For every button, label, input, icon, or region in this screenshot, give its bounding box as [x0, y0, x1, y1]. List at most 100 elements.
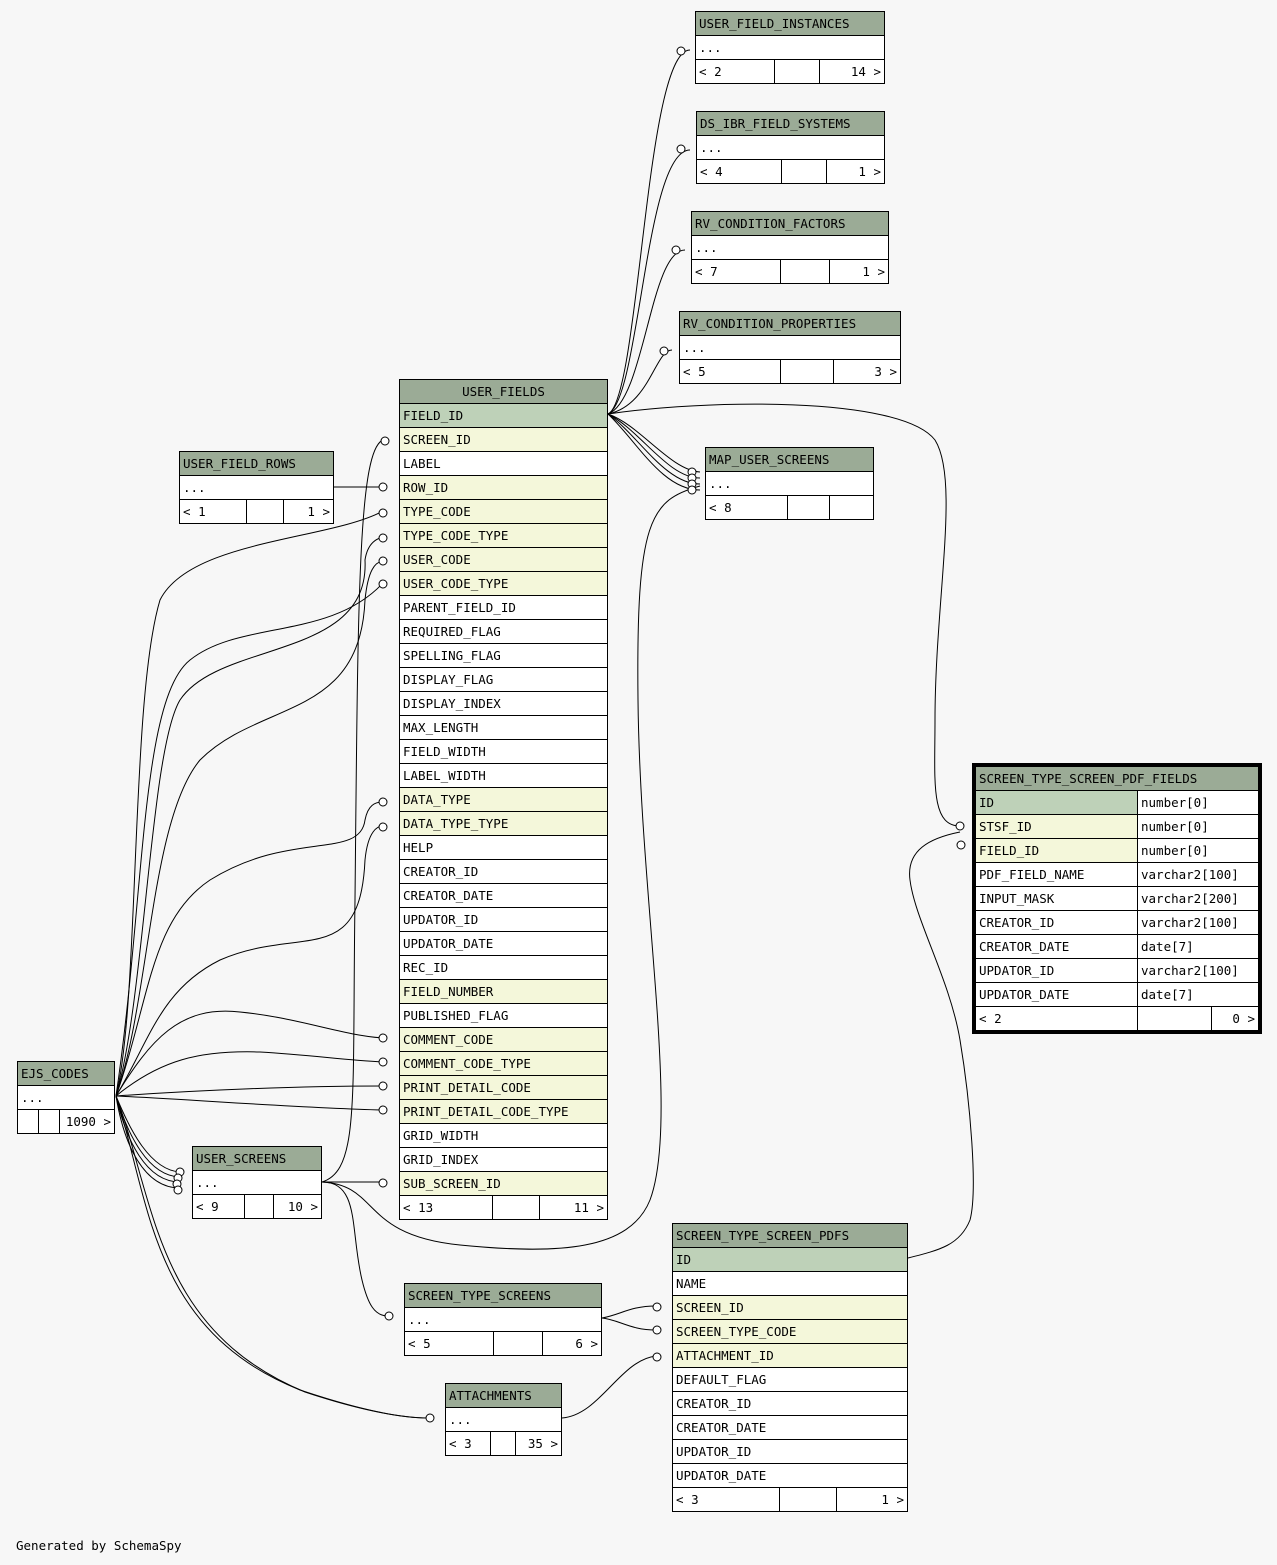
table-name[interactable]: SCREEN_TYPE_SCREENS [404, 1283, 602, 1308]
column-row[interactable]: SCREEN_ID [399, 427, 608, 452]
table-rv-condition-factors[interactable]: RV_CONDITION_FACTORS ... 7 1 [691, 211, 889, 284]
column-row[interactable]: FIELD_NUMBER [399, 979, 608, 1004]
column-type: varchar2[100] [1137, 958, 1259, 983]
column-row[interactable]: DATA_TYPE_TYPE [399, 811, 608, 836]
column-row[interactable]: PRINT_DETAIL_CODE_TYPE [399, 1099, 608, 1124]
column-row[interactable]: GRID_INDEX [399, 1147, 608, 1172]
column-row[interactable]: SCREEN_TYPE_CODE [672, 1319, 908, 1344]
column-row[interactable]: FIELD_WIDTH [399, 739, 608, 764]
column-row[interactable]: DISPLAY_FLAG [399, 667, 608, 692]
edge-ejs-attachments-1 [115, 1095, 429, 1419]
table-ejs-codes[interactable]: EJS_CODES ... 1090 [17, 1061, 115, 1134]
table-name[interactable]: RV_CONDITION_FACTORS [691, 211, 889, 236]
column-row[interactable]: COMMENT_CODE [399, 1027, 608, 1052]
edge-end-print-detail-code-type [378, 1105, 388, 1115]
column-row[interactable]: ID [672, 1247, 908, 1272]
edge-user-fields-rv-condition-factors [607, 249, 686, 415]
column-row[interactable]: DEFAULT_FLAG [672, 1367, 908, 1392]
column-row[interactable]: DISPLAY_INDEX [399, 691, 608, 716]
column-row[interactable]: PUBLISHED_FLAG [399, 1003, 608, 1028]
table-name[interactable]: DS_IBR_FIELD_SYSTEMS [696, 111, 885, 136]
column-row[interactable]: UPDATOR_DATE [672, 1463, 908, 1488]
column-row[interactable]: CREATOR_ID [399, 859, 608, 884]
column-row[interactable]: CREATOR_ID [672, 1391, 908, 1416]
table-ds-ibr-field-systems[interactable]: DS_IBR_FIELD_SYSTEMS ... 4 1 [696, 111, 885, 184]
table-name[interactable]: MAP_USER_SCREENS [705, 447, 874, 472]
column-row[interactable]: LABEL_WIDTH [399, 763, 608, 788]
parent-count: 3 [445, 1431, 491, 1456]
table-name[interactable]: USER_FIELD_ROWS [179, 451, 334, 476]
column-ellipsis: ... [679, 335, 901, 360]
column-row[interactable]: PARENT_FIELD_ID [399, 595, 608, 620]
table-screen-type-screens[interactable]: SCREEN_TYPE_SCREENS ... 5 6 [404, 1283, 602, 1356]
edge-end-stsp-screen-id [652, 1302, 662, 1312]
table-user-field-instances[interactable]: USER_FIELD_INSTANCES ... 2 14 [695, 11, 885, 84]
table-name[interactable]: ATTACHMENTS [445, 1383, 562, 1408]
parent-count: 13 [399, 1195, 493, 1220]
column-row[interactable]: REQUIRED_FLAG [399, 619, 608, 644]
column-name: HELP [399, 835, 608, 860]
column-row[interactable]: SCREEN_ID [672, 1295, 908, 1320]
footer-spacer [493, 1331, 543, 1356]
column-row[interactable]: CREATOR_DATE [399, 883, 608, 908]
table-user-field-rows[interactable]: USER_FIELD_ROWS ... 1 1 [179, 451, 334, 524]
column-row[interactable]: NAME [672, 1271, 908, 1296]
column-name: UPDATOR_ID [975, 958, 1138, 983]
column-name: CREATOR_DATE [975, 934, 1138, 959]
edge-user-fields-map-user-screens-2 [607, 413, 701, 479]
column-row[interactable]: DATA_TYPE [399, 787, 608, 812]
column-row[interactable]: ROW_ID [399, 475, 608, 500]
footer-spacer [492, 1195, 540, 1220]
column-row[interactable]: TYPE_CODE [399, 499, 608, 524]
column-row[interactable]: PRINT_DETAIL_CODE [399, 1075, 608, 1100]
table-name[interactable]: EJS_CODES [17, 1061, 115, 1086]
table-name[interactable]: USER_SCREENS [192, 1146, 322, 1171]
column-name: SCREEN_ID [672, 1295, 908, 1320]
table-attachments[interactable]: ATTACHMENTS ... 3 35 [445, 1383, 562, 1456]
table-name[interactable]: USER_FIELDS [399, 379, 608, 404]
table-map-user-screens[interactable]: MAP_USER_SCREENS ... 8 [705, 447, 874, 520]
column-row[interactable]: USER_CODE_TYPE [399, 571, 608, 596]
column-row[interactable]: CREATOR_DATE [672, 1415, 908, 1440]
footer-spacer [780, 359, 834, 384]
edge-ejs-data-type [115, 801, 384, 1097]
column-row[interactable]: ATTACHMENT_ID [672, 1343, 908, 1368]
column-row[interactable]: MAX_LENGTH [399, 715, 608, 740]
table-rv-condition-properties[interactable]: RV_CONDITION_PROPERTIES ... 5 3 [679, 311, 901, 384]
column-name: TYPE_CODE [399, 499, 608, 524]
edge-end-rv-condition-properties [659, 346, 669, 356]
column-row[interactable]: USER_CODE [399, 547, 608, 572]
column-row[interactable]: FIELD_ID [399, 403, 608, 428]
table-name[interactable]: SCREEN_TYPE_SCREEN_PDF_FIELDS [975, 766, 1259, 791]
column-row[interactable]: HELP [399, 835, 608, 860]
column-row[interactable]: SPELLING_FLAG [399, 643, 608, 668]
edge-ejs-print-detail-code [115, 1085, 384, 1097]
table-user-screens[interactable]: USER_SCREENS ... 9 10 [192, 1146, 322, 1219]
column-row[interactable]: COMMENT_CODE_TYPE [399, 1051, 608, 1076]
column-name: SUB_SCREEN_ID [399, 1171, 608, 1196]
column-row[interactable]: SUB_SCREEN_ID [399, 1171, 608, 1196]
column-row[interactable]: REC_ID [399, 955, 608, 980]
column-row[interactable]: UPDATOR_ID [672, 1439, 908, 1464]
column-row[interactable]: LABEL [399, 451, 608, 476]
column-row[interactable]: GRID_WIDTH [399, 1123, 608, 1148]
table-name[interactable]: USER_FIELD_INSTANCES [695, 11, 885, 36]
table-name[interactable]: RV_CONDITION_PROPERTIES [679, 311, 901, 336]
column-row[interactable]: TYPE_CODE_TYPE [399, 523, 608, 548]
column-name: SCREEN_TYPE_CODE [672, 1319, 908, 1344]
column-row[interactable]: UPDATOR_DATE [399, 931, 608, 956]
column-row[interactable]: UPDATOR_ID [399, 907, 608, 932]
table-name[interactable]: SCREEN_TYPE_SCREEN_PDFS [672, 1223, 908, 1248]
